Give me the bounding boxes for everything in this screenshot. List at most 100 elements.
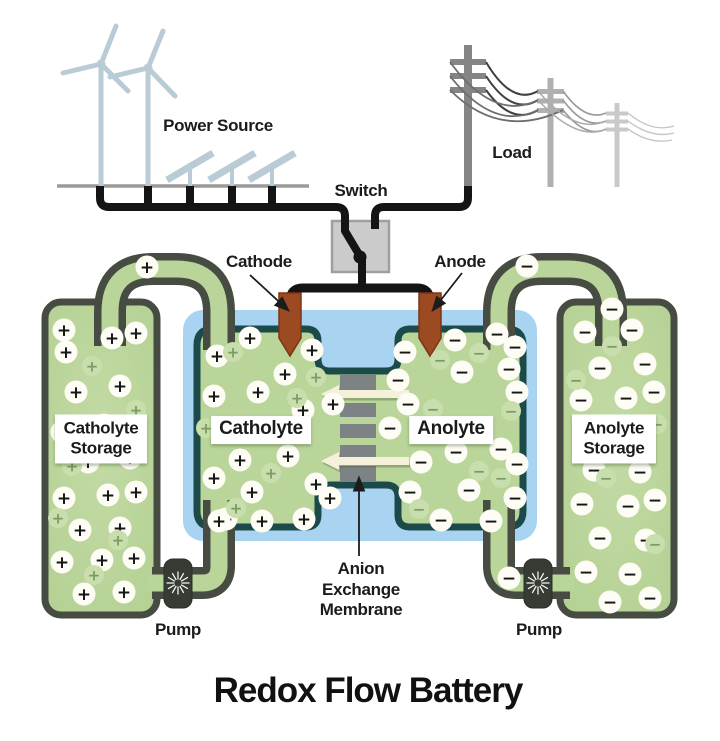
wind-turbine-icons	[60, 23, 178, 190]
particles-layer: ++++++++++++++++++++++++++++++++++++++++…	[48, 254, 667, 614]
ion-particle	[276, 444, 300, 468]
svg-text:+: +	[305, 341, 319, 361]
ion-particle	[108, 374, 132, 398]
svg-text:−: −	[603, 593, 617, 613]
ion-particle	[642, 380, 666, 404]
ion-particle	[423, 399, 443, 419]
svg-text:−: −	[570, 372, 583, 390]
svg-text:+: +	[127, 549, 141, 569]
anode-pointer-line	[431, 272, 463, 313]
svg-text:−: −	[455, 363, 469, 383]
anode-label: Anode	[434, 252, 486, 272]
ion-particle	[84, 565, 104, 585]
membrane-label-line2: Exchange	[322, 579, 400, 599]
svg-text:+: +	[73, 521, 87, 541]
ion-particle	[489, 437, 513, 461]
ion-particle	[497, 357, 521, 381]
svg-text:−: −	[619, 389, 633, 409]
svg-text:+: +	[88, 567, 101, 585]
pump-rotor-icon	[526, 571, 550, 595]
anion-flow-arrows	[321, 385, 411, 473]
ion-particle	[52, 486, 76, 510]
ion-particle	[469, 343, 489, 363]
svg-text:+: +	[129, 324, 143, 344]
ion-particle	[566, 370, 586, 390]
diagram-title: Redox Flow Battery	[213, 670, 524, 710]
svg-text:−: −	[490, 325, 504, 345]
svg-text:−: −	[510, 383, 524, 403]
ion-particle	[574, 560, 598, 584]
anolyte-label: Anolyte	[409, 416, 493, 444]
ion-particle	[246, 380, 270, 404]
svg-text:−: −	[649, 536, 662, 554]
svg-text:+: +	[112, 532, 125, 550]
svg-text:+: +	[77, 585, 91, 605]
svg-text:+: +	[243, 329, 257, 349]
ion-particle	[122, 546, 146, 570]
svg-text:+: +	[207, 387, 221, 407]
ion-particle	[588, 356, 612, 380]
svg-text:+: +	[265, 465, 278, 483]
ion-particle	[633, 352, 657, 376]
ion-particle	[250, 509, 274, 533]
svg-text:−: −	[647, 383, 661, 403]
ion-particle	[82, 356, 102, 376]
ion-particle	[398, 480, 422, 504]
cathode-pointer-line	[249, 274, 290, 312]
ion-particle	[261, 463, 281, 483]
anolyte-storage-label: Anolyte Storage	[572, 414, 656, 464]
svg-text:−: −	[505, 403, 518, 421]
svg-text:+: +	[297, 510, 311, 530]
ion-particle	[515, 254, 539, 278]
power-pole-icons	[450, 45, 628, 187]
ion-particle	[393, 340, 417, 364]
ion-particle	[124, 480, 148, 504]
svg-text:−: −	[643, 589, 657, 609]
ion-particle	[223, 342, 243, 362]
svg-text:+: +	[101, 486, 115, 506]
membrane-label-line1: Anion	[337, 558, 385, 578]
svg-text:+: +	[86, 358, 99, 376]
svg-text:−: −	[391, 371, 405, 391]
power-source-label: Power Source	[163, 116, 273, 136]
ion-particle	[620, 318, 644, 342]
svg-text:−: −	[638, 355, 652, 375]
ion-particle	[52, 318, 76, 342]
svg-text:+: +	[278, 365, 292, 385]
pump-left-label: Pump	[154, 620, 202, 640]
svg-text:−: −	[593, 529, 607, 549]
catholyte-storage-label: Catholyte Storage	[55, 414, 147, 464]
ion-particle	[491, 468, 511, 488]
svg-text:+: +	[105, 329, 119, 349]
ion-particle	[614, 386, 638, 410]
svg-text:+: +	[200, 420, 213, 438]
svg-text:+: +	[129, 483, 143, 503]
particle-group-pipe-positive: ++	[135, 255, 231, 533]
svg-text:−: −	[502, 569, 516, 589]
ion-particle	[321, 392, 345, 416]
ion-particle	[135, 255, 159, 279]
cathode-label: Cathode	[226, 252, 292, 272]
ion-particle	[573, 320, 597, 344]
svg-text:−: −	[448, 331, 462, 351]
svg-text:−: −	[508, 489, 522, 509]
svg-text:−: −	[403, 483, 417, 503]
svg-text:−: −	[413, 501, 426, 519]
ion-particle	[96, 483, 120, 507]
source-bus-wire	[96, 186, 349, 232]
svg-text:+: +	[310, 369, 323, 387]
ion-particle	[430, 350, 450, 370]
load-bus-wire	[371, 186, 472, 229]
ion-particle	[505, 380, 529, 404]
svg-text:−: −	[427, 401, 440, 419]
catholyte-label: Catholyte	[211, 416, 311, 444]
switch-label: Switch	[334, 181, 388, 201]
svg-text:+: +	[309, 475, 323, 495]
ion-particle	[628, 460, 652, 484]
ion-particle	[501, 401, 521, 421]
svg-text:+: +	[95, 551, 109, 571]
ion-particle	[306, 367, 326, 387]
svg-text:+: +	[233, 451, 247, 471]
ion-particle	[469, 461, 489, 481]
svg-text:+: +	[230, 500, 243, 518]
